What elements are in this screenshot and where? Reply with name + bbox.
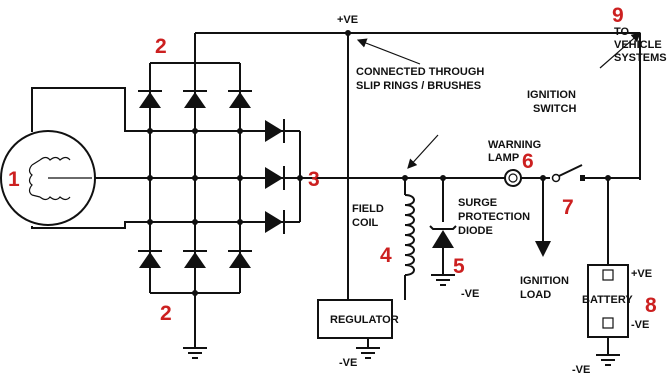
battery bbox=[587, 178, 629, 355]
label-to: TO bbox=[614, 26, 630, 38]
label-vehicle: VEHICLE bbox=[614, 39, 662, 51]
stator-leads bbox=[31, 87, 300, 229]
label-connected-1: CONNECTED THROUGH bbox=[356, 66, 484, 78]
label-ignition-load-1: IGNITION bbox=[520, 275, 569, 287]
d-plus-line bbox=[300, 134, 505, 181]
regulator-box bbox=[317, 299, 393, 348]
label-neg-regulator: -VE bbox=[339, 357, 357, 369]
label-coil: COIL bbox=[352, 217, 379, 229]
label-surge: SURGE bbox=[458, 197, 497, 209]
label-lamp: LAMP bbox=[488, 152, 519, 164]
callout-5: 5 bbox=[453, 255, 465, 278]
diode-bridge bbox=[138, 33, 265, 348]
callout-2-top: 2 bbox=[155, 35, 167, 58]
label-ignition-load-2: LOAD bbox=[520, 289, 551, 301]
field-coil bbox=[404, 178, 415, 300]
diode-lower-3 bbox=[228, 250, 252, 268]
callout-7: 7 bbox=[562, 196, 574, 219]
callout-3: 3 bbox=[308, 168, 320, 191]
surge-diode bbox=[429, 178, 457, 275]
callout-8: 8 bbox=[645, 294, 657, 317]
label-protection: PROTECTION bbox=[458, 211, 530, 223]
ground-bridge bbox=[183, 347, 207, 359]
label-battery-neg: -VE bbox=[631, 319, 649, 331]
label-ignition-switch-2: SWITCH bbox=[533, 103, 576, 115]
label-warning: WARNING bbox=[488, 139, 541, 151]
output-rail bbox=[195, 30, 641, 300]
ignition-switch bbox=[551, 164, 640, 183]
warning-lamp bbox=[504, 169, 551, 257]
label-neg-battery: -VE bbox=[572, 364, 590, 376]
ground-battery bbox=[596, 354, 620, 366]
callout-2-bottom: 2 bbox=[160, 302, 172, 325]
diode-lower-2 bbox=[183, 250, 207, 268]
callout-6: 6 bbox=[522, 150, 534, 173]
label-connected-2: SLIP RINGS / BRUSHES bbox=[356, 80, 481, 92]
diode-upper-1 bbox=[138, 90, 162, 108]
label-battery-pos: +VE bbox=[631, 268, 652, 280]
ground-regulator bbox=[356, 347, 380, 359]
label-pos-top: +VE bbox=[337, 14, 358, 26]
label-field: FIELD bbox=[352, 203, 384, 215]
callout-1: 1 bbox=[8, 168, 20, 191]
diode-upper-2 bbox=[183, 90, 207, 108]
callout-9: 9 bbox=[612, 4, 624, 27]
label-ignition-switch-1: IGNITION bbox=[527, 89, 576, 101]
label-battery: BATTERY bbox=[582, 294, 633, 306]
label-regulator: REGULATOR bbox=[330, 314, 399, 326]
label-systems: SYSTEMS bbox=[614, 52, 667, 64]
callout-4: 4 bbox=[380, 244, 392, 267]
diode-upper-3 bbox=[228, 90, 252, 108]
label-diode: DIODE bbox=[458, 225, 493, 237]
field-diodes bbox=[265, 119, 303, 234]
label-neg-surge: -VE bbox=[461, 288, 479, 300]
diode-lower-1 bbox=[138, 250, 162, 268]
ground-surge bbox=[431, 274, 455, 286]
